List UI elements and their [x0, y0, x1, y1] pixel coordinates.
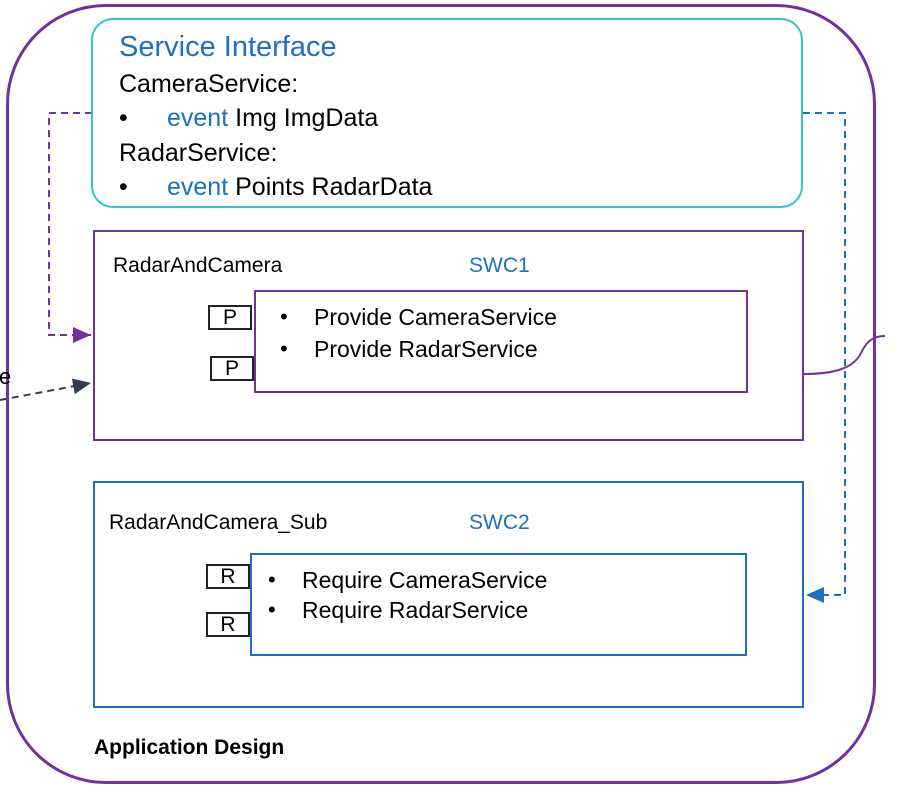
camera-event-text: Img ImgData: [235, 104, 379, 132]
bullet: •: [119, 173, 128, 201]
application-design-frame: [6, 4, 876, 784]
bullet: •: [280, 304, 288, 329]
required-port-camera: R: [206, 564, 250, 589]
camera-service-label: CameraService:: [119, 70, 299, 98]
event-keyword: event: [167, 104, 229, 132]
require-radar-service-item: Require RadarService: [302, 597, 529, 623]
service-interface-box: Service Interface CameraService: • event…: [91, 18, 803, 208]
provided-port-radar: P: [210, 356, 254, 381]
event-keyword: event: [167, 173, 229, 201]
bullet: •: [268, 597, 276, 622]
required-port-radar: R: [206, 612, 250, 637]
service-interface-title: Service Interface: [119, 31, 337, 63]
swc1-tag: SWC1: [469, 254, 530, 277]
bullet: •: [268, 567, 276, 592]
swc2-name: RadarAndCamera_Sub: [109, 511, 328, 534]
camera-event-line: event Img ImgData: [167, 104, 378, 133]
radar-service-label: RadarService:: [119, 139, 278, 167]
radar-event-text: Points RadarData: [235, 173, 433, 201]
provided-port-camera: P: [208, 305, 252, 330]
swc1-provided-services-box: • Provide CameraService • Provide RadarS…: [254, 290, 748, 393]
radar-event-line: event Points RadarData: [167, 173, 432, 202]
bullet: •: [119, 104, 128, 132]
swc1-name: RadarAndCamera: [113, 254, 283, 277]
require-camera-service-item: Require CameraService: [302, 567, 548, 593]
swc2-required-services-box: • Require CameraService • Require RadarS…: [250, 553, 747, 656]
swc2-tag: SWC2: [469, 511, 530, 534]
provide-camera-service-item: Provide CameraService: [314, 304, 557, 330]
bullet: •: [280, 336, 288, 361]
cutoff-label: e: [0, 364, 12, 389]
provide-radar-service-item: Provide RadarService: [314, 336, 538, 362]
application-design-label: Application Design: [94, 736, 285, 759]
